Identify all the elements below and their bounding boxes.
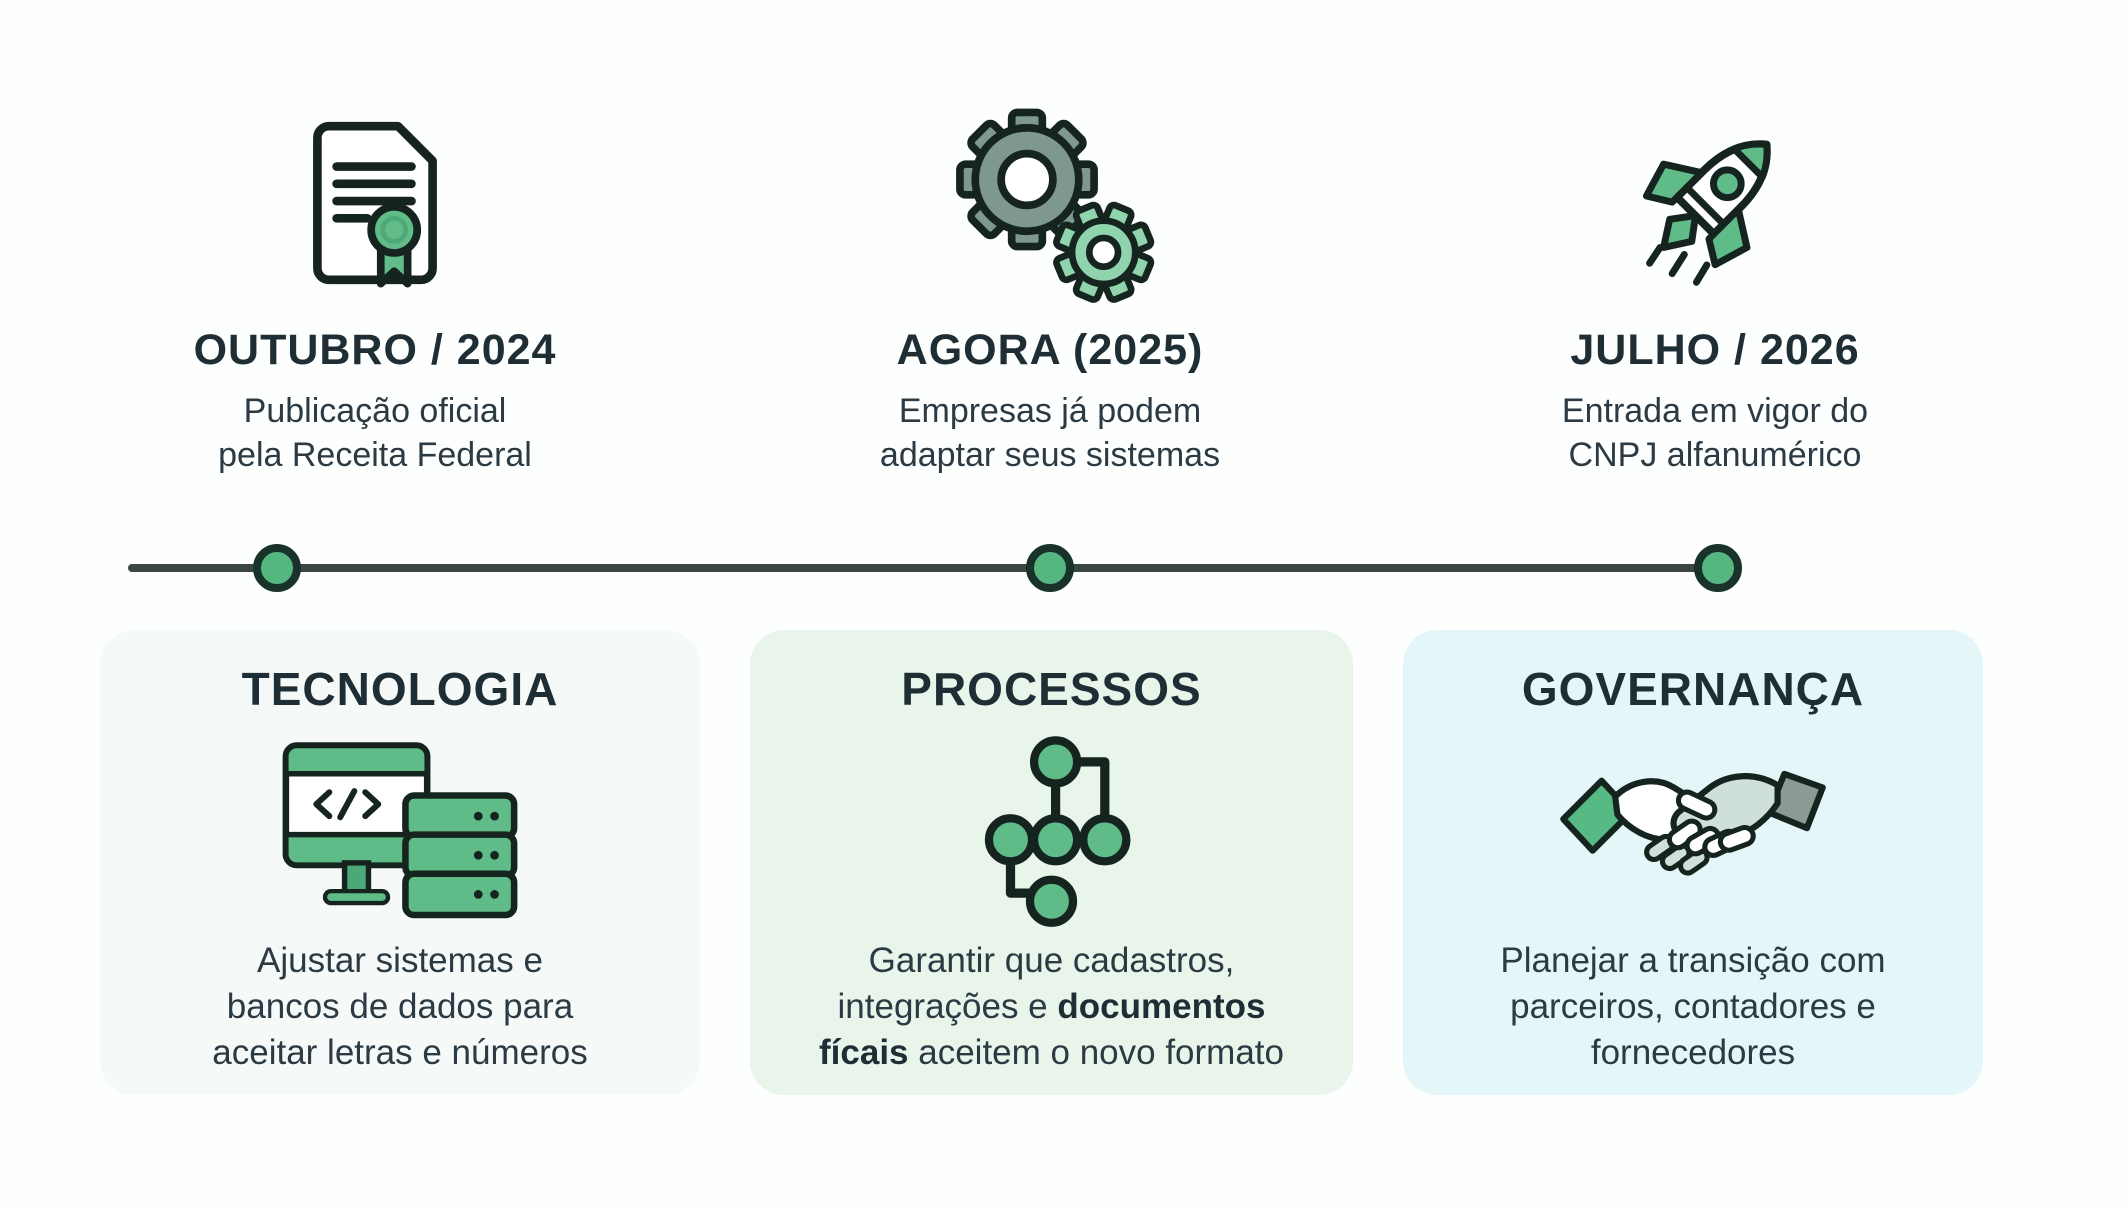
description-line: bancos de dados para: [226, 987, 574, 1026]
card-tecnologia: TECNOLOGIA: [100, 630, 700, 1095]
flowchart-icon: [984, 735, 1131, 927]
card-title: GOVERNANÇA: [1521, 663, 1865, 715]
description-line: Entrada em vigor do: [1561, 392, 1869, 430]
gears-icon: [790, 95, 1310, 310]
description-line: Empresas já podem: [898, 392, 1202, 430]
description-line: parceiros, contadores e: [1510, 987, 1876, 1026]
milestone-julho-2026: JULHO / 2026 Entrada em vigor do CNPJ al…: [1455, 95, 1975, 477]
card-description: Planejar a transição com parceiros, cont…: [1403, 938, 1983, 1076]
description-line: Garantir que cadastros,: [868, 941, 1235, 980]
description-line: CNPJ alfanumérico: [1568, 436, 1862, 474]
milestone-description: Empresas já podem adaptar seus sistemas: [790, 389, 1310, 477]
description-line: Publicação oficial: [243, 392, 507, 430]
card-title: PROCESSOS: [901, 663, 1202, 715]
card-description: Ajustar sistemas e bancos de dados para …: [100, 938, 700, 1076]
card-processos: PROCESSOS Garantir que cadastr: [750, 630, 1353, 1095]
description-line: adaptar seus sistemas: [879, 436, 1221, 474]
milestone-title: JULHO / 2026: [1570, 326, 1860, 374]
milestone-description: Entrada em vigor do CNPJ alfanumérico: [1455, 389, 1975, 477]
description-line: Ajustar sistemas e: [257, 941, 543, 980]
description-line: pela Receita Federal: [218, 436, 532, 474]
card-title: TECNOLOGIA: [241, 663, 559, 715]
certificate-icon: [313, 121, 437, 287]
card-description: Garantir que cadastros, integrações e do…: [750, 938, 1353, 1076]
description-line: aceitar letras e números: [212, 1033, 588, 1072]
gears-icon: [956, 108, 1155, 303]
description-text: integrações e: [837, 987, 1058, 1026]
milestone-title: OUTUBRO / 2024: [193, 326, 557, 374]
milestone-description: Publicação oficial pela Receita Federal: [115, 389, 635, 477]
flowchart-icon: [750, 716, 1353, 938]
monitor-server-icon: [282, 742, 518, 919]
description-line: integrações e documentos: [750, 984, 1353, 1030]
timeline-dot-outubro-2024: [253, 544, 301, 592]
rocket-icon: [1455, 95, 1975, 310]
timeline-line: [128, 564, 1720, 572]
description-line: fornecedores: [1590, 1033, 1796, 1072]
description-line: Planejar a transição com: [1500, 941, 1886, 980]
description-bold-text: fícais: [819, 1033, 909, 1072]
milestone-agora-2025: AGORA (2025) Empresas já podem adaptar s…: [790, 95, 1310, 477]
description-text: aceitem o novo formato: [908, 1033, 1284, 1072]
description-bold-text: documentos: [1057, 987, 1266, 1026]
card-governanca: GOVERNANÇA: [1403, 630, 1983, 1095]
milestone-outubro-2024: OUTUBRO / 2024 Publicação oficial pela R…: [115, 95, 635, 477]
certificate-icon: [115, 95, 635, 310]
description-line: fícais aceitem o novo formato: [750, 1030, 1353, 1076]
timeline-dot-julho-2026: [1694, 544, 1742, 592]
monitor-server-icon: [100, 716, 700, 938]
handshake-icon: [1403, 716, 1983, 938]
timeline-dot-agora-2025: [1026, 544, 1074, 592]
rocket-icon: [1642, 140, 1771, 286]
handshake-icon: [1560, 770, 1826, 876]
milestone-title: AGORA (2025): [896, 326, 1204, 374]
